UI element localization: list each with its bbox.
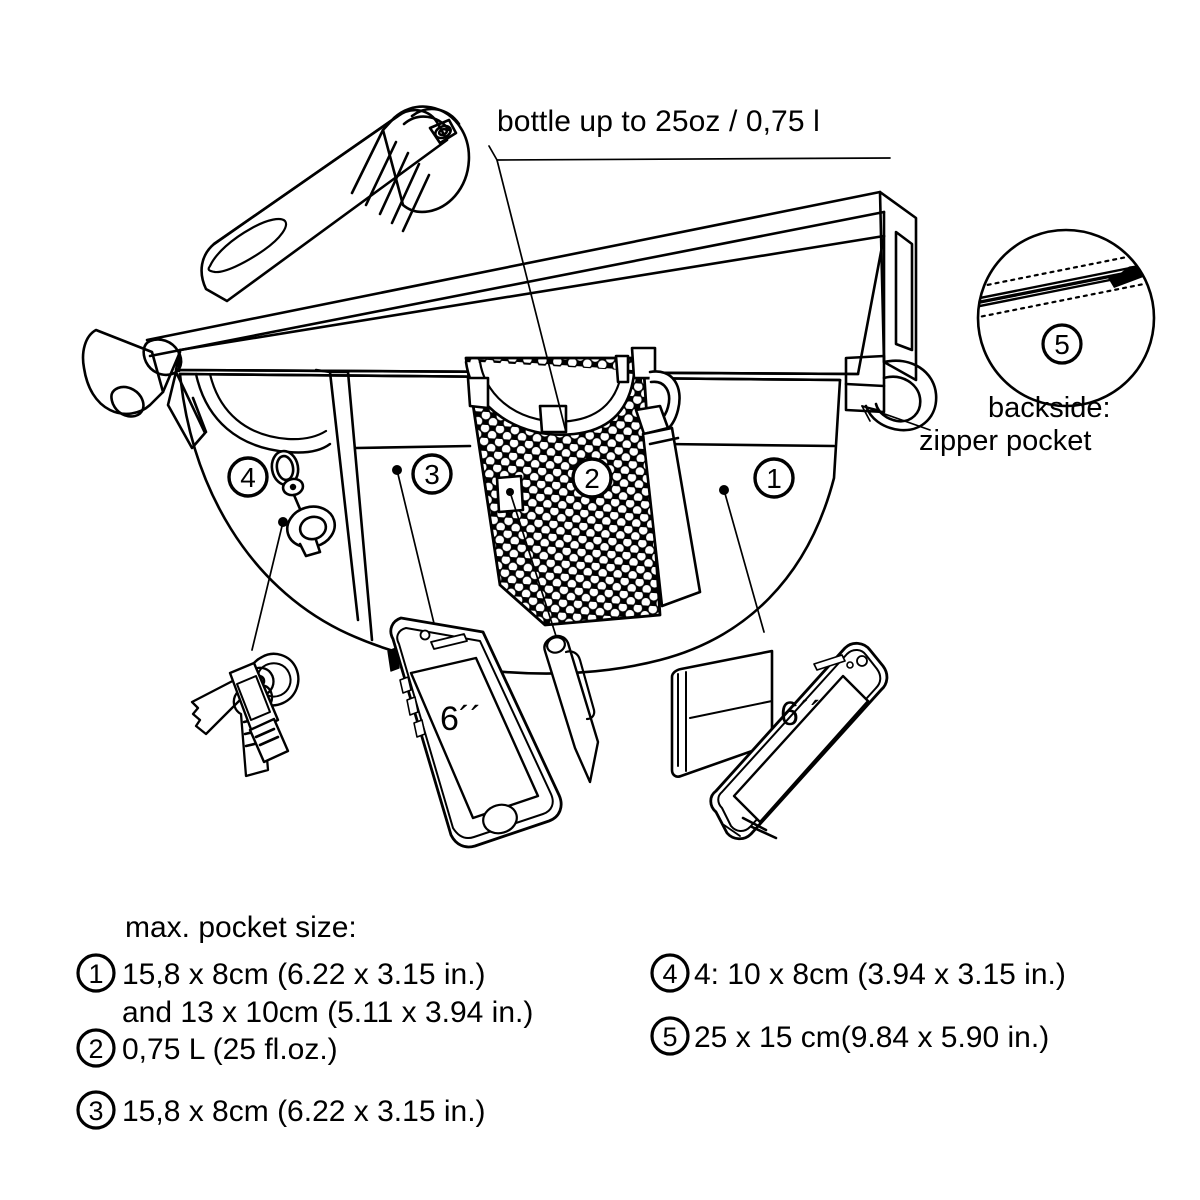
backside-callout-line1: backside: xyxy=(988,392,1111,424)
marker-1-label: 1 xyxy=(766,463,782,494)
water-bottle-illustration xyxy=(200,105,471,303)
wallet-phone-right-illustration xyxy=(670,641,889,841)
legend-marker-5-label: 5 xyxy=(662,1022,677,1052)
pocket-arc-left xyxy=(194,372,332,454)
pocket-3-panel xyxy=(314,368,472,642)
keys-usb-illustration xyxy=(190,652,300,778)
legend-row-1-text: 15,8 x 8cm (6.22 x 3.15 in.) xyxy=(122,958,486,991)
diagram-marker-4: 4 xyxy=(227,456,269,498)
bag-top-details xyxy=(614,354,630,384)
legend-row-2-text: 0,75 L (25 fl.oz.) xyxy=(122,1033,338,1066)
diagram-marker-2: 2 xyxy=(571,457,613,499)
legend-marker-4-label: 4 xyxy=(662,959,677,989)
phone-left-illustration xyxy=(387,616,563,849)
marker-2-label: 2 xyxy=(584,463,600,494)
legend-row-1-text-cont: and 13 x 10cm (5.11 x 3.94 in.) xyxy=(122,996,534,1029)
backside-callout-line2: zipper pocket xyxy=(919,425,1092,457)
legend-marker-2: 2 xyxy=(76,1028,116,1068)
legend-marker-3-label: 3 xyxy=(88,1096,103,1126)
legend-row-5-text: 25 x 15 cm(9.84 x 5.90 in.) xyxy=(694,1021,1050,1054)
diagram-marker-3: 3 xyxy=(411,453,453,495)
legend-row-4-text: 4: 10 x 8cm (3.94 x 3.15 in.) xyxy=(694,958,1066,991)
right-belt-loop xyxy=(844,354,938,432)
legend-marker-4: 4 xyxy=(650,953,690,993)
legend-marker-3: 3 xyxy=(76,1090,116,1130)
diagram-marker-5: 5 xyxy=(1041,323,1083,365)
marker-4-label: 4 xyxy=(240,462,256,493)
marker-5-label: 5 xyxy=(1054,329,1070,360)
legend-row-3-text: 15,8 x 8cm (6.22 x 3.15 in.) xyxy=(122,1095,486,1128)
leader-lines xyxy=(251,145,931,651)
legend-marker-1-label: 1 xyxy=(88,959,103,989)
phone-left-screen-label: 6´´ xyxy=(440,700,482,738)
backside-detail-circle xyxy=(976,228,1156,408)
phone-right-screen-label: 6´´ xyxy=(780,695,822,733)
legend-marker-5: 5 xyxy=(650,1016,690,1056)
legend-heading: max. pocket size: xyxy=(125,911,357,944)
key-ring-grommet xyxy=(270,449,337,558)
pocket-1-panel xyxy=(664,442,836,448)
legend-marker-2-label: 2 xyxy=(88,1034,103,1064)
pen-illustration xyxy=(543,634,600,784)
left-buckle xyxy=(81,328,208,450)
mesh-pocket-2 xyxy=(464,356,662,627)
bottle-capacity-callout: bottle up to 25oz / 0,75 l xyxy=(497,105,820,138)
legend-marker-1: 1 xyxy=(76,953,116,993)
marker-3-label: 3 xyxy=(424,459,440,490)
diagram-marker-1: 1 xyxy=(753,457,795,499)
zipper-pull xyxy=(630,346,702,608)
